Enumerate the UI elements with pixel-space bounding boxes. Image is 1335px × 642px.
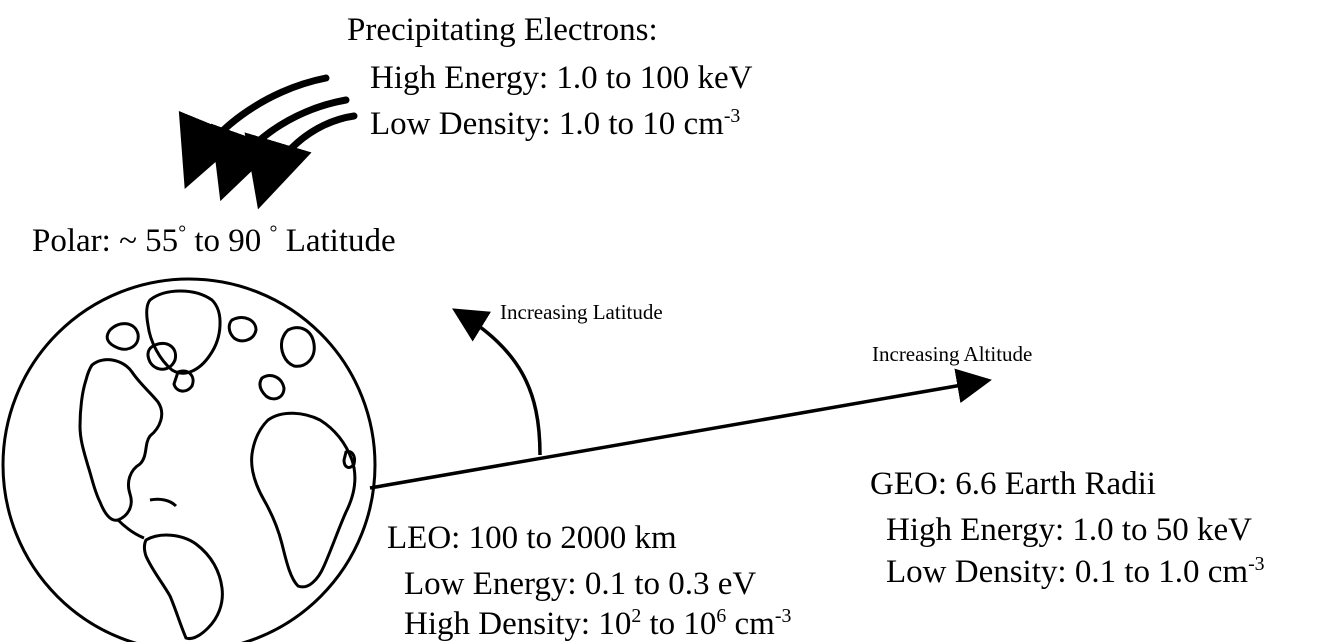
precipitation-arrows	[178, 74, 358, 210]
latitude-arrow	[452, 308, 542, 456]
geo-energy: High Energy: 1.0 to 50 keV	[886, 512, 1253, 548]
geo-density: Low Density: 0.1 to 1.0 cm-3	[886, 553, 1265, 590]
leo-title: LEO: 100 to 2000 km	[387, 520, 677, 556]
increasing-altitude-label: Increasing Altitude	[872, 342, 1033, 366]
precipitating-density: Low Density: 1.0 to 10 cm-3	[370, 105, 741, 142]
geo-title: GEO: 6.6 Earth Radii	[870, 466, 1156, 502]
polar-latitude-label: Polar: ~ 55° to 90 ° Latitude	[32, 222, 396, 259]
leo-density: High Density: 102 to 106 cm-3	[404, 605, 792, 642]
altitude-arrow	[369, 368, 992, 490]
leo-energy: Low Energy: 0.1 to 0.3 eV	[404, 566, 757, 602]
precipitating-heading: Precipitating Electrons:	[347, 12, 658, 48]
earth-globe-icon	[1, 277, 377, 642]
increasing-latitude-label: Increasing Latitude	[500, 300, 663, 324]
precipitating-energy: High Energy: 1.0 to 100 keV	[370, 60, 753, 96]
